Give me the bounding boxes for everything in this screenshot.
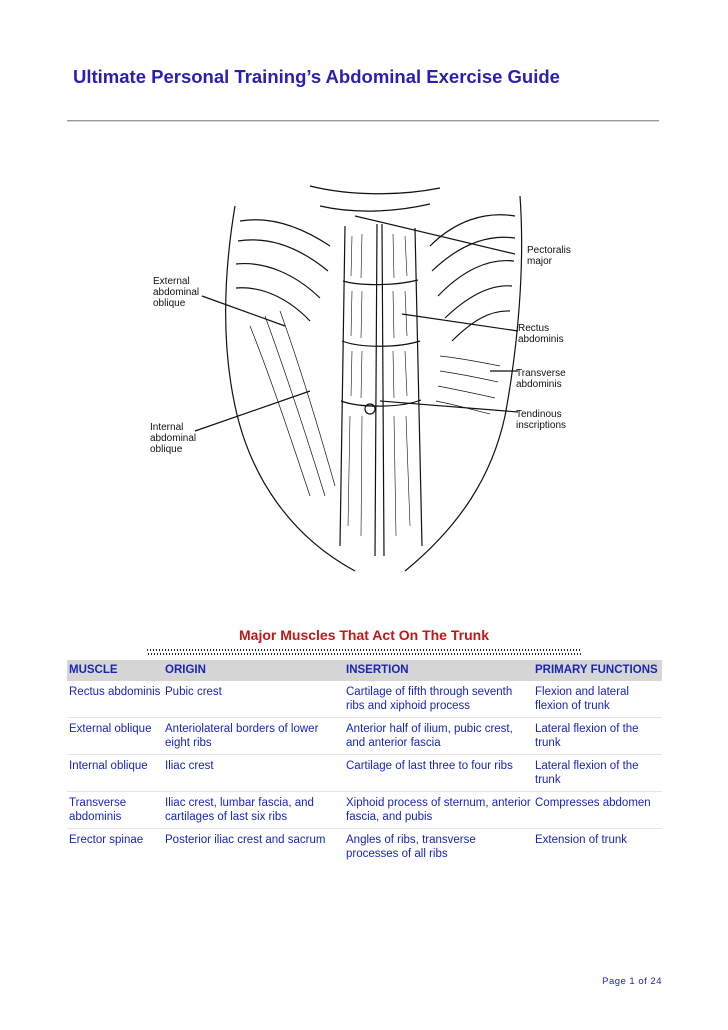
header-primary-functions: PRIMARY FUNCTIONS — [533, 660, 662, 681]
table-row: Internal oblique Iliac crest Cartilage o… — [67, 754, 662, 792]
table-title: Major Muscles That Act On The Trunk — [239, 627, 489, 643]
muscles-table: MUSCLE ORIGIN INSERTION PRIMARY FUNCTION… — [67, 660, 662, 865]
table-row: Transverse abdominis Iliac crest, lumbar… — [67, 791, 662, 829]
cell-insertion: Anterior half of ilium, pubic crest, and… — [344, 717, 533, 755]
cell-origin: Anteriolateral borders of lower eight ri… — [163, 717, 344, 755]
cell-muscle: Erector spinae — [69, 834, 144, 846]
cell-function: Lateral flexion of the trunk — [533, 717, 662, 755]
cell-muscle: External oblique — [67, 717, 163, 755]
table-row: Rectus abdominis Pubic crest Cartilage o… — [67, 681, 662, 718]
cell-muscle: Transverse abdominis — [67, 791, 163, 829]
cell-insertion: Cartilage of fifth through seventh ribs … — [344, 681, 533, 718]
table-row: Erector spinae Posterior iliac crest and… — [67, 829, 662, 866]
cell-origin: Iliac crest — [163, 754, 344, 792]
cell-insertion: Xiphoid process of sternum, anterior fas… — [344, 791, 533, 829]
cell-insertion: Cartilage of last three to four ribs — [344, 754, 533, 792]
cell-muscle: Internal oblique — [67, 754, 163, 792]
dotted-divider — [147, 648, 581, 656]
cell-function: Flexion and lateral flexion of trunk — [533, 681, 662, 718]
cell-function: Extension of trunk — [535, 834, 628, 846]
header-origin: ORIGIN — [163, 660, 344, 681]
cell-insertion: Angles of ribs, transverse processes of … — [346, 834, 476, 860]
header-muscle: MUSCLE — [67, 660, 163, 681]
table-header-row: MUSCLE ORIGIN INSERTION PRIMARY FUNCTION… — [67, 660, 662, 681]
cell-origin: Pubic crest — [163, 681, 344, 718]
page-title: Ultimate Personal Training’s Abdominal E… — [73, 66, 560, 87]
cell-origin: Posterior iliac crest and sacrum — [165, 834, 326, 846]
header-insertion: INSERTION — [344, 660, 533, 681]
title-divider — [67, 120, 659, 122]
cell-muscle: Rectus abdominis — [67, 681, 163, 718]
table-row: External oblique Anteriolateral borders … — [67, 717, 662, 755]
cell-function: Compresses abdomen — [533, 791, 662, 829]
cell-function: Lateral flexion of the trunk — [533, 754, 662, 792]
cell-origin: Iliac crest, lumbar fascia, and cartilag… — [163, 791, 344, 829]
page-number: Page 1 of 24 — [602, 976, 662, 987]
